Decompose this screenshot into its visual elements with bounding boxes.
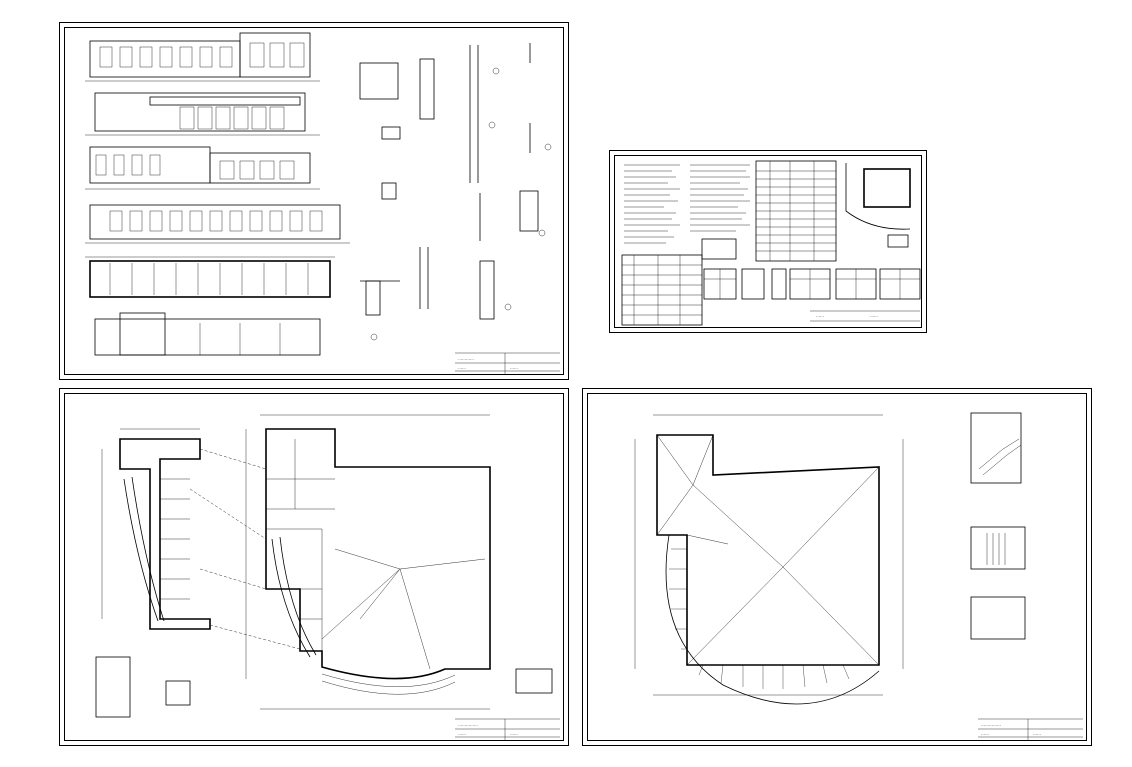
sheet-notes-border: [614, 155, 922, 328]
main-plan: [265, 428, 491, 695]
roof-title-block: [978, 718, 1083, 741]
notes-drawing: [621, 160, 921, 326]
elevation-2: [85, 92, 320, 136]
roof-dimension-lines: [634, 414, 904, 696]
elevation-4: [85, 204, 350, 244]
floor-title-block-row-1: ……: [458, 731, 466, 736]
roof-outline: [656, 434, 880, 666]
fixture-schedule: [621, 238, 737, 326]
sheet-floor-plan-border: [64, 393, 564, 741]
section-view: [94, 312, 321, 356]
wing-plan: [119, 438, 211, 630]
sheet-elevations: ………… …… ……: [59, 22, 569, 380]
elevation-1: [85, 32, 320, 82]
elevations-title-block: [455, 352, 560, 375]
sheet-elevations-border: [64, 27, 564, 375]
sheet-floor-plan: …………… …… ……: [59, 388, 569, 746]
elevations-title-block-project: …………: [458, 356, 474, 361]
sheet-roof-plan: …………… …… ……: [582, 388, 1092, 746]
notes-title-block-project: ……: [816, 313, 824, 318]
elevation-3: [85, 146, 320, 190]
roof-title-block-project: ……………: [981, 722, 1001, 727]
floor-title-block: [455, 718, 560, 741]
roof-eave-curve: [665, 534, 880, 705]
roof-plan-drawing: [634, 412, 1083, 741]
door-window-schedule: [755, 160, 837, 262]
dimension-lines: [101, 414, 490, 710]
site-plan: [845, 163, 911, 248]
elevations-title-block-row-1: ……: [458, 365, 466, 370]
floor-title-block-row-2: ……: [510, 731, 518, 736]
elevations-title-block-row-2: ……: [510, 365, 518, 370]
roof-title-block-row-1: ……: [981, 731, 989, 736]
sheet-roof-plan-border: [587, 393, 1087, 741]
notes-title-block-row-1: ……: [870, 313, 878, 318]
notes-title-block: [810, 310, 920, 322]
stair-sections: [970, 412, 1026, 640]
details-group: [359, 43, 552, 341]
floor-plan-drawing: [95, 414, 560, 741]
sheet-notes: …… ……: [609, 150, 927, 333]
section-link-lines: [189, 448, 301, 650]
floor-title-block-project: ……………: [458, 722, 478, 727]
roof-title-block-row-2: ……: [1033, 731, 1041, 736]
plan-strip: [85, 256, 335, 298]
small-plans: [95, 656, 553, 718]
notes-text-lines: [624, 164, 750, 244]
elevations-drawing: [85, 32, 560, 375]
window-elevations: [703, 268, 921, 300]
